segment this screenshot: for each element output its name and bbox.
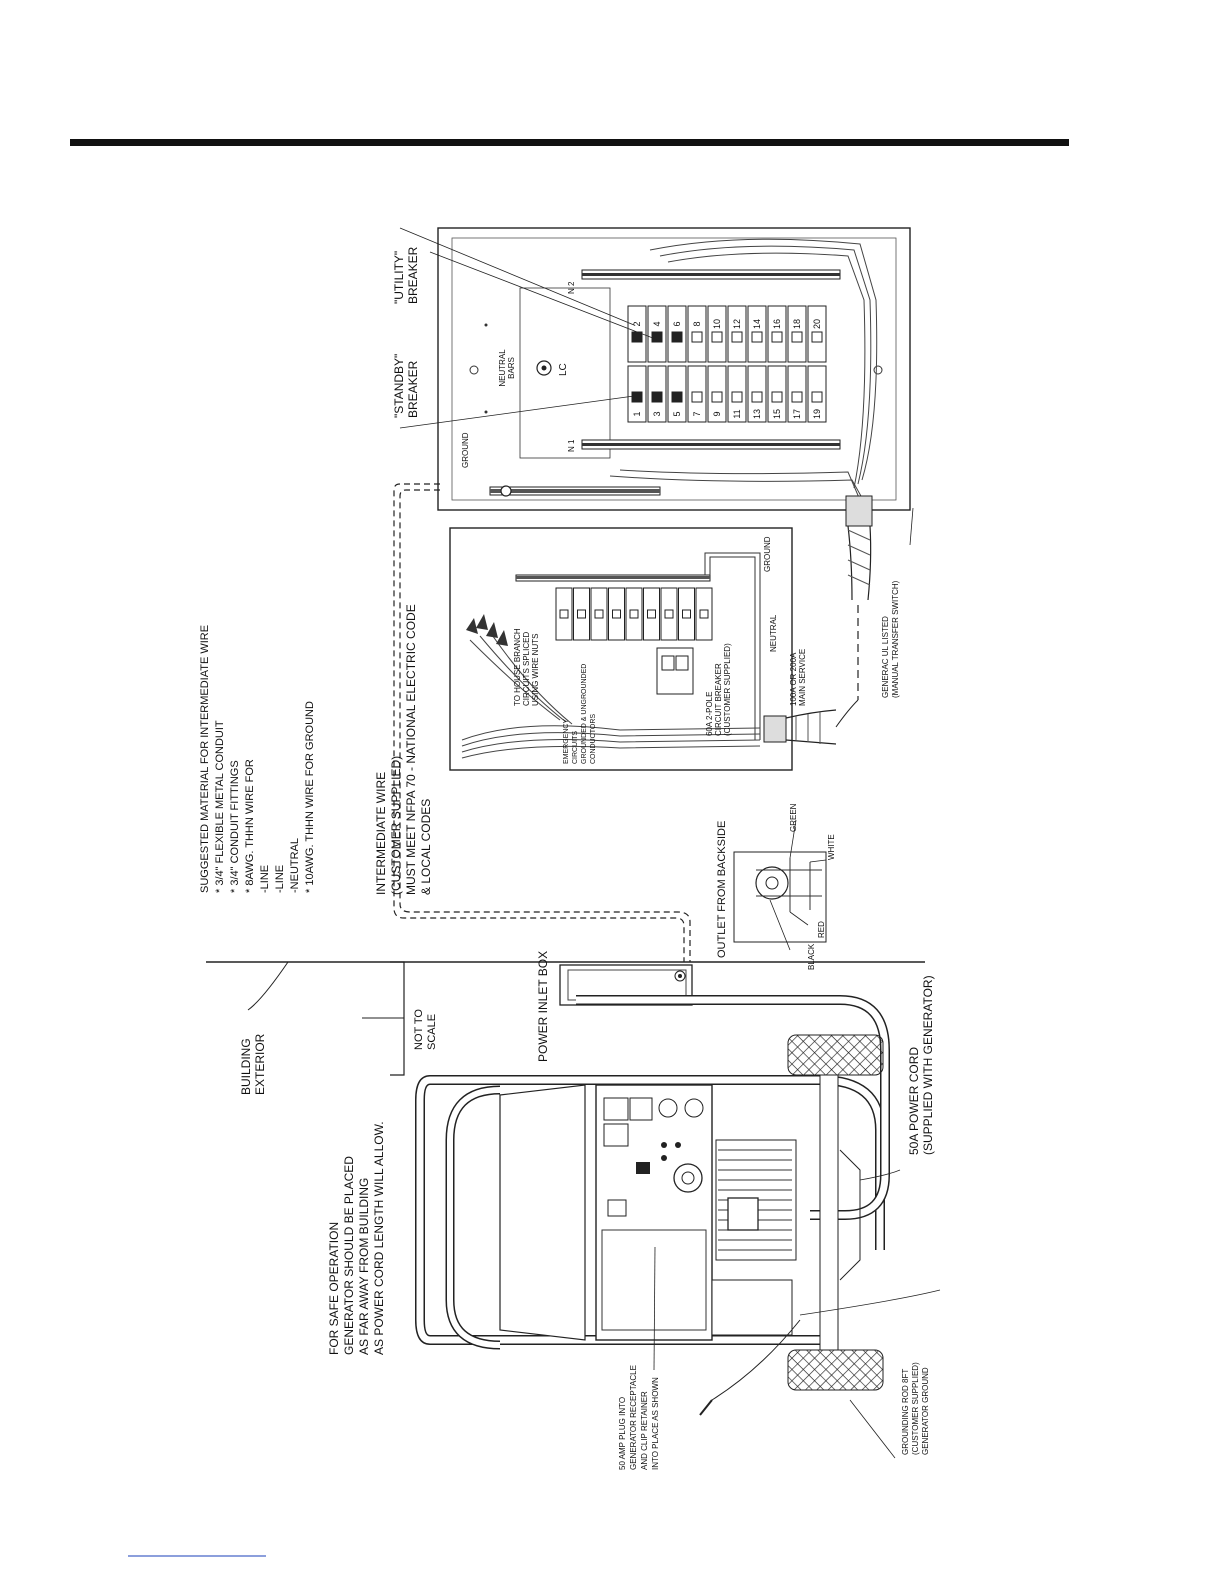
not-to-scale-label: NOT TOSCALE xyxy=(413,1009,438,1050)
breaker-number: 2 xyxy=(632,321,642,326)
suggested-material-note: SUGGESTED MATERIAL FOR INTERMEDIATE WIRE… xyxy=(199,625,316,893)
breaker-number: 6 xyxy=(672,321,682,326)
breaker-number: 16 xyxy=(772,319,782,329)
breaker-number: 19 xyxy=(812,409,822,419)
main-service-panel xyxy=(449,527,837,771)
main-panel-breaker xyxy=(643,587,660,641)
power-cord-label: 50A POWER CORD(SUPPLIED WITH GENERATOR) xyxy=(907,975,935,1155)
wire-color-green: GREEN xyxy=(789,803,798,832)
header-rule xyxy=(70,139,1069,146)
intermediate-wire-note: INTERMEDIATE WIRE(CUSTOMER SUPPLIED)MUST… xyxy=(374,604,433,895)
neutral-label: NEUTRAL xyxy=(769,614,778,652)
main-panel-breaker xyxy=(678,587,695,641)
wire-color-white: WHITE xyxy=(827,834,836,860)
ground-label-panel: GROUND xyxy=(763,536,772,572)
transfer-switch-label: GENERAC UL LISTED(MANUAL TRANSFER SWITCH… xyxy=(881,580,900,698)
breaker-number: 15 xyxy=(772,409,782,419)
labels: FOR SAFE OPERATIONGENERATOR SHOULD BE PL… xyxy=(199,246,935,1470)
breaker-number: 14 xyxy=(752,319,762,329)
main-panel-breaker xyxy=(695,587,713,641)
wire-color-black: BLACK xyxy=(807,943,816,970)
utility-breaker-label: "UTILITY"BREAKER xyxy=(392,246,420,304)
main-panel-breaker xyxy=(625,587,643,641)
breaker-number: 20 xyxy=(812,319,822,329)
main-panel-breaker xyxy=(555,587,573,641)
outlet-from-backside xyxy=(733,819,827,951)
breaker-number: 8 xyxy=(692,321,702,326)
wire-color-red: RED xyxy=(817,921,826,938)
breaker-number: 12 xyxy=(732,319,742,329)
breaker-number: 7 xyxy=(692,411,702,416)
breaker-number: 10 xyxy=(712,319,722,329)
breaker-number: 3 xyxy=(652,411,662,416)
main-panel-breaker xyxy=(608,587,625,641)
breaker-number: 11 xyxy=(732,409,742,418)
lc-label: LC xyxy=(558,363,569,376)
wheel-bottom xyxy=(787,1349,884,1391)
breaker-number: 4 xyxy=(652,321,662,326)
ground-label-switch: GROUND xyxy=(461,432,470,468)
main-panel-breaker xyxy=(573,587,590,641)
grounding-rod-note: GROUNDING ROD 8FT(CUSTOMER SUPPLIED)GENE… xyxy=(901,1362,930,1455)
breaker-60a-note: 60A 2-POLECIRCUIT BREAKER(CUSTOMER SUPPL… xyxy=(705,643,732,736)
power-inlet-box-label: POWER INLET BOX xyxy=(536,951,550,1062)
neutral-bars-label: NEUTRALBARS xyxy=(498,349,516,387)
safe-operation-note: FOR SAFE OPERATIONGENERATOR SHOULD BE PL… xyxy=(327,1121,386,1355)
intermediate-wire-run xyxy=(393,483,685,962)
breaker-number: 9 xyxy=(712,411,722,416)
main-panel-breaker xyxy=(660,587,678,641)
standby-breaker-label: "STANDBY"BREAKER xyxy=(392,354,420,418)
breaker-number: 18 xyxy=(792,319,802,329)
wheel-top xyxy=(787,1034,884,1076)
generator xyxy=(415,995,890,1416)
building-exterior-leader xyxy=(247,961,289,1011)
breaker-number: 5 xyxy=(672,411,682,416)
n2-label: N 2 xyxy=(567,281,576,294)
building-exterior-label: BUILDINGEXTERIOR xyxy=(239,1033,267,1095)
breaker-number: 17 xyxy=(792,409,802,419)
main-breakers xyxy=(555,587,713,641)
breaker-number: 1 xyxy=(632,411,642,416)
breaker-number: 13 xyxy=(752,409,762,419)
house-branch-note: TO HOUSE BRANCHCIRCUITS SPLICEDUSING WIR… xyxy=(513,628,540,706)
n1-label: N 1 xyxy=(567,439,576,452)
outlet-from-backside-label: OUTLET FROM BACKSIDE xyxy=(716,821,728,958)
main-service-note: 100A OR 200AMAIN SERVICE xyxy=(789,649,807,706)
main-panel-breaker xyxy=(590,587,608,641)
